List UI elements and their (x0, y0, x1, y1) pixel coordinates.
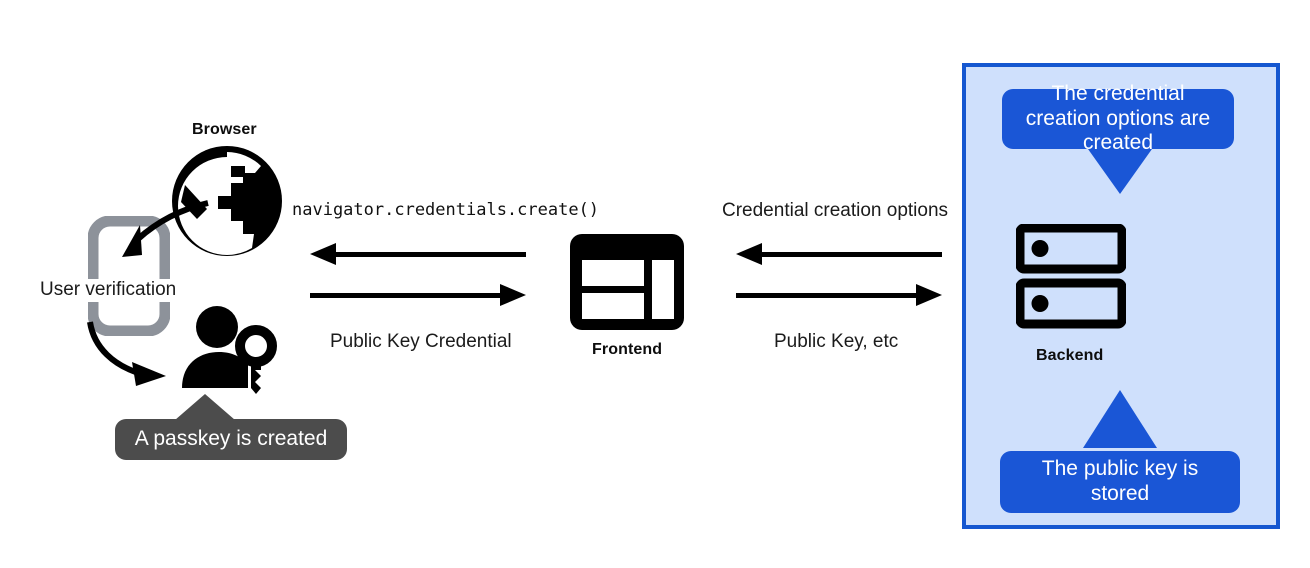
backend-bottom-callout-text: The public key is stored (1041, 457, 1199, 505)
frontend-backend-top-arrow (736, 243, 942, 265)
backend-bottom-callout: The public key is stored (1000, 451, 1240, 513)
backend-bottom-callout-tail (1083, 390, 1157, 448)
frontend-backend-top-label: Credential creation options (722, 200, 949, 221)
passkey-callout-tail (175, 394, 235, 420)
arrow-shaft (758, 252, 942, 257)
backend-top-callout: The credential creation options are crea… (1002, 82, 1234, 154)
passkey-callout: A passkey is created (115, 419, 347, 460)
browser-frontend-bottom-arrow (310, 284, 526, 306)
frontend-backend-bottom-label: Public Key, etc (774, 331, 899, 352)
backend-top-callout-text: The credential creation options are crea… (1025, 81, 1211, 155)
browser-frontend-top-arrow (310, 243, 526, 265)
browser-frontend-top-label: navigator.credentials.create() (292, 200, 600, 220)
phone-icon (88, 216, 170, 336)
user-verification-label: User verification (38, 279, 179, 302)
phone-to-user-arrow (87, 321, 166, 386)
frontend-label: Frontend (592, 341, 663, 358)
globe-icon (172, 146, 282, 256)
arrow-shaft (310, 293, 504, 298)
browser-frontend-bottom-label: Public Key Credential (330, 331, 512, 352)
browser-label: Browser (192, 121, 257, 138)
server-rack-icon (1016, 224, 1126, 329)
user-with-key-icon (182, 306, 277, 394)
browser-to-phone-arrow (122, 200, 209, 257)
arrow-head-right-icon (916, 284, 942, 306)
passkey-callout-text: A passkey is created (134, 427, 328, 451)
arrow-head-left-icon (736, 243, 762, 265)
window-layout-icon (570, 234, 684, 330)
arrow-shaft (332, 252, 526, 257)
arrow-head-right-icon (500, 284, 526, 306)
backend-top-callout-tail (1083, 142, 1157, 194)
arrow-shaft (736, 293, 920, 298)
frontend-backend-bottom-arrow (736, 284, 942, 306)
arrow-head-left-icon (310, 243, 336, 265)
backend-label: Backend (1036, 347, 1104, 364)
